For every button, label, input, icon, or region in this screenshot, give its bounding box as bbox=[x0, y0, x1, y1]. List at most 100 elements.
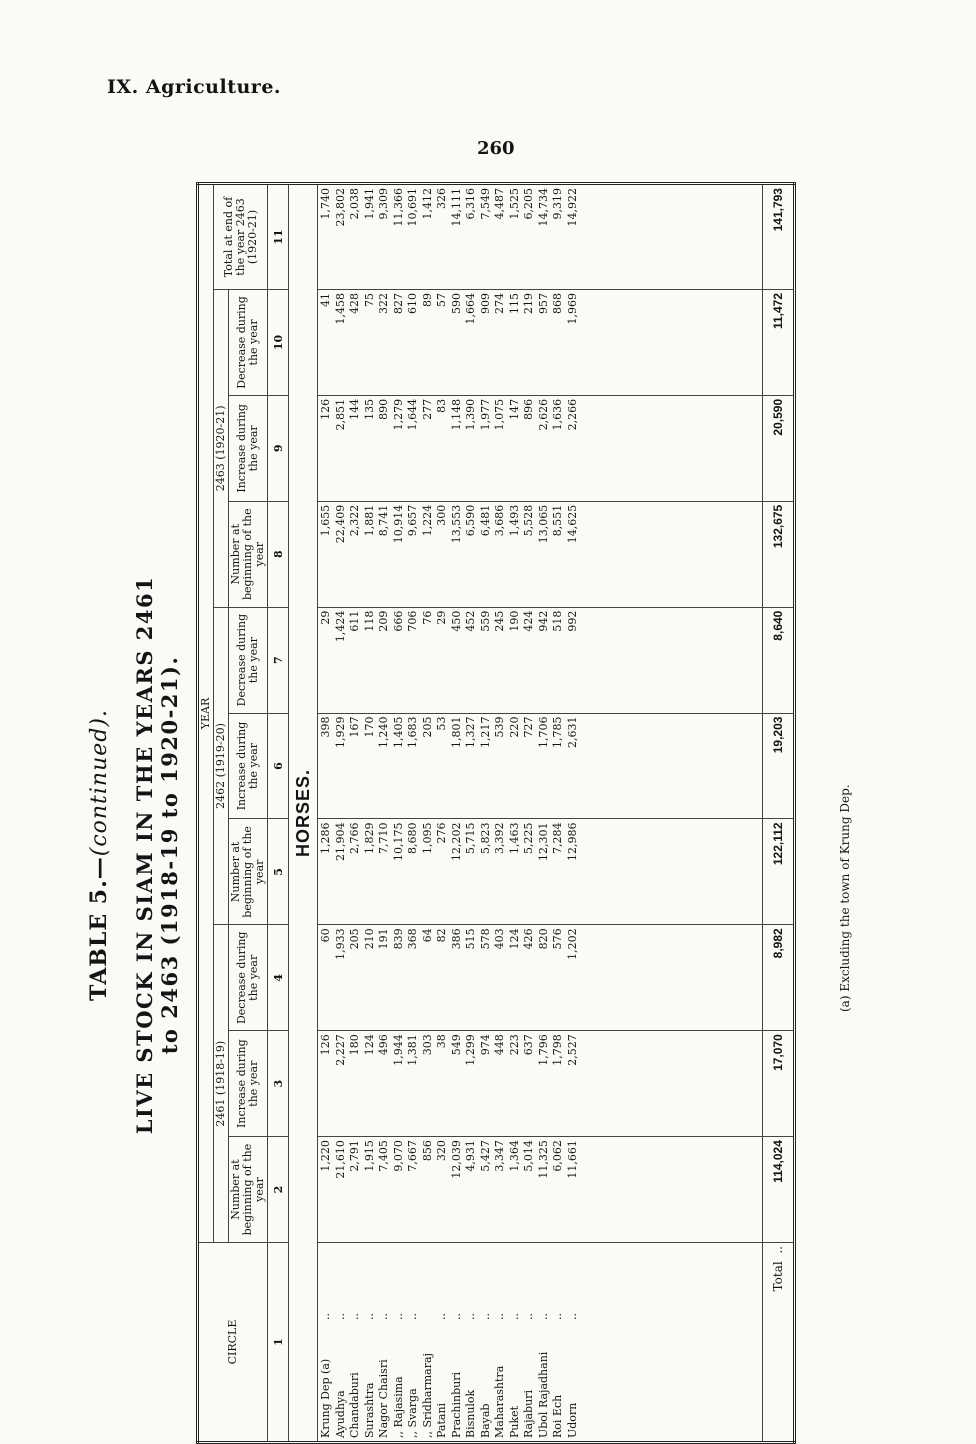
circle-dots: .. bbox=[391, 1313, 405, 1320]
cell-value: 368 bbox=[406, 928, 420, 950]
total-c7: 8,640 bbox=[762, 607, 795, 714]
circle-label: ,, Svarga bbox=[406, 1388, 420, 1438]
total-c5: 122,112 bbox=[762, 818, 795, 925]
cell-value: 515 bbox=[464, 928, 478, 950]
cell-value: 1,636 bbox=[551, 398, 565, 431]
circle-dots: .. bbox=[507, 1313, 521, 1320]
cell-value: 1,933 bbox=[333, 928, 347, 960]
col-index: 7 bbox=[267, 607, 289, 714]
circle-name: Udorn.. bbox=[566, 1246, 581, 1438]
circle-name: Chandaburi.. bbox=[348, 1246, 363, 1438]
cell-value: 223 bbox=[507, 1034, 521, 1056]
cell-value: 23,802 bbox=[333, 188, 347, 227]
circle-dots: .. bbox=[362, 1313, 376, 1320]
cell-value: 1,224 bbox=[420, 504, 434, 537]
cell-value: 578 bbox=[478, 928, 492, 950]
cell-value: 83 bbox=[435, 398, 449, 413]
number-beginning-header: Number at beginning of the year bbox=[228, 818, 268, 925]
cell-value: 7,667 bbox=[406, 1140, 420, 1172]
cell-value: 64 bbox=[420, 928, 434, 943]
cell-value: 7,405 bbox=[377, 1140, 391, 1172]
cell-value: 1,390 bbox=[464, 398, 478, 431]
cell-value: 326 bbox=[435, 188, 449, 209]
cell-value: 1,279 bbox=[391, 398, 405, 431]
cell-value: 11,661 bbox=[565, 1140, 579, 1179]
cell-value: 245 bbox=[493, 610, 507, 632]
cell-value: 21,610 bbox=[333, 1140, 347, 1179]
page-number: 260 bbox=[477, 138, 515, 159]
cell-value: 170 bbox=[362, 716, 376, 738]
circle-dots: .. bbox=[522, 1313, 536, 1320]
circle-dots: .. bbox=[377, 1313, 391, 1320]
circle-name: Surashtra.. bbox=[363, 1246, 378, 1438]
cell-value: 38 bbox=[435, 1034, 449, 1049]
cell-value: 29 bbox=[319, 610, 333, 625]
cell-value: 942 bbox=[536, 610, 550, 632]
cell-value: 424 bbox=[522, 610, 536, 632]
cell-value: 205 bbox=[420, 716, 434, 738]
cell-value: 559 bbox=[478, 610, 492, 632]
cell-value: 1,424 bbox=[333, 610, 347, 643]
cell-value: 9,070 bbox=[391, 1140, 405, 1172]
cell-value: 4,931 bbox=[464, 1140, 478, 1172]
cell-value: 8,551 bbox=[551, 504, 565, 537]
cell-value: 1,796 bbox=[536, 1034, 550, 1066]
cell-value: 12,986 bbox=[565, 822, 579, 861]
decrease-header: Decrease during the year bbox=[228, 607, 268, 714]
cell-value: 115 bbox=[507, 292, 521, 314]
band-label: HORSES. bbox=[288, 183, 318, 1443]
livestock-table: CIRCLE YEAR 2461 (1918-19) 2462 (1919-20… bbox=[196, 182, 796, 1444]
total-c6: 19,203 bbox=[762, 713, 795, 819]
cell-value: 1,299 bbox=[464, 1034, 478, 1066]
circle-label: Patani bbox=[435, 1402, 449, 1438]
cell-value: 610 bbox=[406, 292, 420, 314]
circle-name: ,, Svarga.. bbox=[406, 1246, 421, 1438]
cell-value: 1,220 bbox=[319, 1140, 333, 1172]
cell-value: 60 bbox=[319, 928, 333, 943]
cell-value: 1,740 bbox=[319, 188, 333, 220]
cell-value: 2,322 bbox=[348, 504, 362, 537]
column-index-row: 1 2 3 4 5 6 7 8 9 10 11 bbox=[267, 183, 289, 1443]
cell-value: 1,829 bbox=[362, 822, 376, 854]
cell-value: 637 bbox=[522, 1034, 536, 1056]
cell-value: 13,553 bbox=[449, 504, 463, 544]
cell-value: 1,944 bbox=[391, 1034, 405, 1066]
band-row: HORSES. bbox=[288, 183, 318, 1443]
cell-value: 7,549 bbox=[478, 188, 492, 220]
circle-header: CIRCLE bbox=[197, 1242, 268, 1443]
cell-value: 300 bbox=[435, 504, 449, 526]
circle-dots: .. bbox=[478, 1313, 492, 1320]
cell-value: 180 bbox=[348, 1034, 362, 1056]
circle-name: Ayudhya.. bbox=[334, 1246, 349, 1438]
cell-value: 6,481 bbox=[478, 504, 492, 537]
cell-value: 126 bbox=[319, 398, 333, 420]
circle-dots: .. bbox=[406, 1313, 420, 1320]
col-index: 1 bbox=[267, 1242, 289, 1443]
cell-value: 1,463 bbox=[507, 822, 521, 854]
cell-value: 210 bbox=[362, 928, 376, 950]
cell-value: 41 bbox=[319, 292, 333, 307]
cell-value: 428 bbox=[348, 292, 362, 314]
circle-name: Bisnulok.. bbox=[464, 1246, 479, 1438]
circle-label: Puket bbox=[507, 1405, 521, 1438]
col-index: 2 bbox=[267, 1136, 289, 1243]
cell-value: 205 bbox=[348, 928, 362, 950]
circle-name: Rajaburi.. bbox=[522, 1246, 537, 1438]
cell-value: 1,525 bbox=[507, 188, 521, 220]
cell-value: 611 bbox=[348, 610, 362, 632]
cell-value: 75 bbox=[362, 292, 376, 307]
cell-value: 118 bbox=[362, 610, 376, 632]
cell-value: 5,823 bbox=[478, 822, 492, 854]
cell-value: 890 bbox=[377, 398, 391, 420]
circle-dots: .. bbox=[333, 1313, 347, 1320]
circle-label: Krung Dep (a) bbox=[319, 1358, 333, 1438]
cell-value: 167 bbox=[348, 716, 362, 738]
cell-value: 14,922 bbox=[565, 188, 579, 227]
cell-value: 13,065 bbox=[536, 504, 550, 544]
increase-header: Increase during the year bbox=[228, 713, 268, 819]
cell-value: 5,715 bbox=[464, 822, 478, 854]
